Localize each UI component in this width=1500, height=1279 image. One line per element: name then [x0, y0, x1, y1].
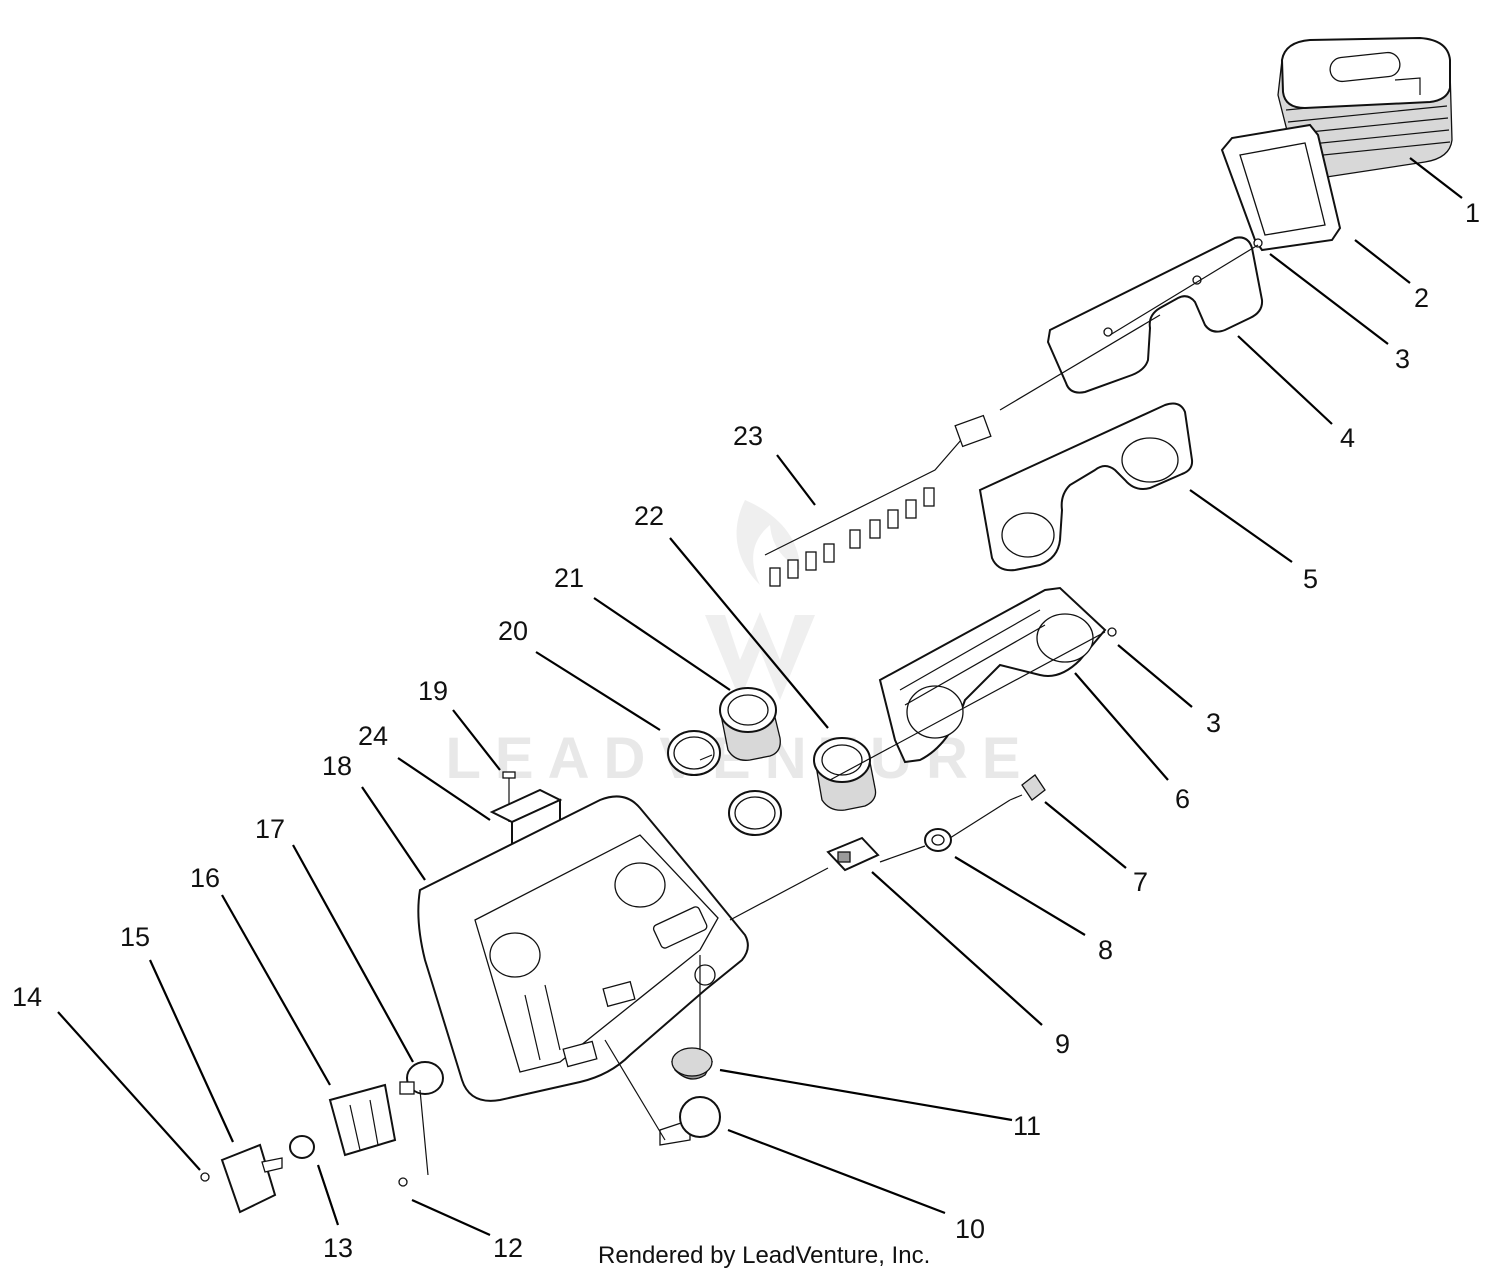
assembly-lines [419, 244, 1259, 1176]
callout-22: 22 [634, 501, 664, 531]
callout-20: 20 [498, 616, 528, 646]
callout-1: 1 [1465, 198, 1480, 228]
callout-6: 6 [1175, 784, 1190, 814]
callout-12: 12 [493, 1233, 523, 1263]
callout-labels: 1 2 3 4 5 23 22 21 20 19 24 18 17 16 15 … [12, 198, 1480, 1263]
part-5-gasket [978, 402, 1194, 572]
part-12-screw [398, 1177, 408, 1187]
callout-7: 7 [1133, 867, 1148, 897]
callout-13: 13 [323, 1233, 353, 1263]
callout-3-upper: 3 [1395, 344, 1410, 374]
callout-16: 16 [190, 863, 220, 893]
part-16-hour-meter [328, 1083, 397, 1157]
part-14-screw [200, 1172, 210, 1182]
callout-17: 17 [255, 814, 285, 844]
callout-23: 23 [733, 421, 763, 451]
callout-3-lower: 3 [1206, 708, 1221, 738]
leader-lines [57, 157, 1463, 1237]
part-4-cover-plate [1046, 236, 1264, 394]
render-credit: Rendered by LeadVenture, Inc. [598, 1242, 930, 1269]
part-21-gauge-housing [719, 687, 781, 761]
callout-10: 10 [955, 1214, 985, 1244]
part-17-lamp [399, 1061, 444, 1095]
part-8-nut [924, 828, 952, 852]
ring-lower [728, 790, 782, 836]
callout-21: 21 [554, 563, 584, 593]
part-13-bulb [289, 1135, 315, 1159]
callout-14: 14 [12, 982, 42, 1012]
callout-18: 18 [322, 751, 352, 781]
part-9-switch [826, 836, 880, 872]
callout-19: 19 [418, 676, 448, 706]
part-10-key-switch [659, 1096, 721, 1146]
callout-8: 8 [1098, 935, 1113, 965]
part-6-gauge-bracket [878, 586, 1107, 764]
part-2-boot-bezel [1220, 123, 1342, 252]
part-22-gauge-housing [813, 737, 877, 811]
callout-2: 2 [1414, 283, 1429, 313]
screw-3-lower [1107, 627, 1117, 637]
callout-24: 24 [358, 721, 388, 751]
part-23-wire-harness [764, 414, 992, 587]
callout-9: 9 [1055, 1029, 1070, 1059]
part-20-ring [667, 730, 721, 776]
part-7-knob [1009, 774, 1046, 801]
screw-3-upper [1253, 238, 1263, 248]
part-1-shift-boot [1277, 36, 1453, 179]
callout-11: 11 [1013, 1111, 1041, 1141]
part-18-dash-panel [417, 795, 749, 1102]
callout-5: 5 [1303, 564, 1318, 594]
part-11-button [671, 1047, 714, 1080]
callout-15: 15 [120, 922, 150, 952]
callout-4: 4 [1340, 423, 1355, 453]
part-15-socket [220, 1143, 283, 1214]
